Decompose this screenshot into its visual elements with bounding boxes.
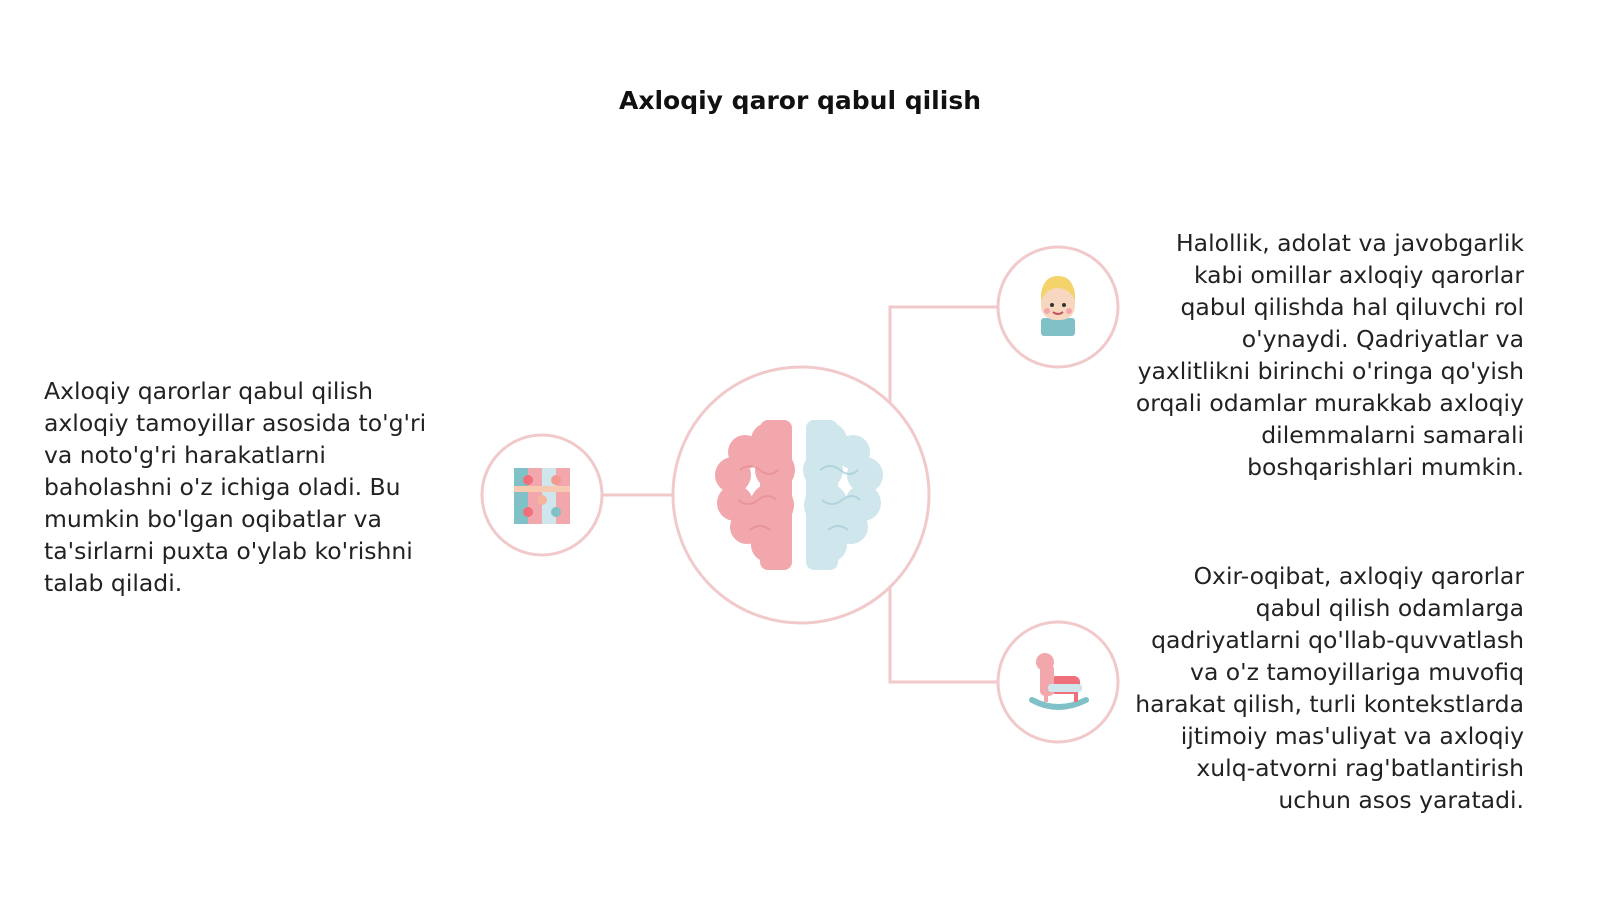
- brain-icon: [715, 420, 883, 572]
- node-rocking-horse-text: Oxir-oqibat, axloqiy qarorlar qabul qili…: [1135, 562, 1524, 814]
- child-face-icon: [1041, 276, 1075, 336]
- puzzle-icon: [514, 468, 570, 524]
- central-node: [671, 365, 931, 625]
- node-child: [996, 245, 1120, 369]
- node-puzzle-text: Axloqiy qarorlar qabul qilish axloqiy ta…: [44, 377, 427, 597]
- node-rocking-horse: [996, 620, 1120, 744]
- connector-top-right: [888, 305, 998, 402]
- rocking-horse-icon: [1029, 653, 1089, 710]
- node-child-text: Halollik, adolat va javobgarlik kabi omi…: [1135, 229, 1524, 481]
- node-puzzle: [480, 433, 604, 557]
- connector-bottom-right: [888, 588, 998, 684]
- page-title: Axloqiy qaror qabul qilish: [619, 86, 981, 115]
